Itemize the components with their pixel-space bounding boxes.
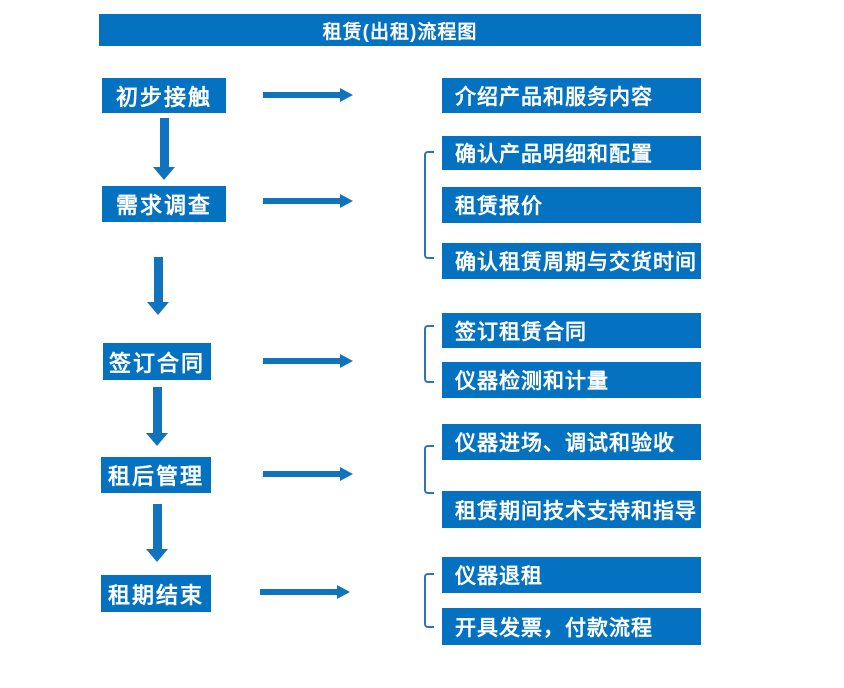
down-arrow-3 <box>146 387 168 446</box>
output-box-confirm-product-details: 确认产品明细和配置 <box>442 136 701 170</box>
group-bracket-demand-survey <box>424 151 434 259</box>
output-box-technical-support: 租赁期间技术支持和指导 <box>442 491 701 528</box>
down-arrow-1 <box>153 118 175 180</box>
group-bracket-post-rental <box>424 445 434 494</box>
right-arrow-3 <box>263 354 353 368</box>
group-bracket-rental-end <box>424 573 434 628</box>
right-arrow-5 <box>260 585 350 599</box>
flowchart-title-bar: 租赁(出租)流程图 <box>99 14 701 46</box>
stage-box-post-rental-management: 租后管理 <box>101 457 211 493</box>
output-box-instrument-return: 仪器退租 <box>442 557 701 593</box>
stage-box-demand-survey: 需求调查 <box>102 186 226 222</box>
output-box-confirm-rental-period: 确认租赁周期与交货时间 <box>442 243 701 279</box>
flowchart-title: 租赁(出租)流程图 <box>322 21 478 43</box>
output-box-introduce-products: 介绍产品和服务内容 <box>442 78 701 113</box>
down-arrow-4 <box>146 504 168 562</box>
stage-box-initial-contact: 初步接触 <box>102 78 226 113</box>
group-bracket-sign-contract <box>424 325 434 383</box>
down-arrow-2 <box>147 257 169 315</box>
output-box-instrument-setup: 仪器进场、调试和验收 <box>442 424 701 460</box>
right-arrow-1 <box>263 88 353 102</box>
output-box-rental-quotation: 租赁报价 <box>442 187 701 223</box>
right-arrow-2 <box>263 194 353 208</box>
output-box-invoice-payment: 开具发票，付款流程 <box>442 608 701 645</box>
stage-box-rental-end: 租期结束 <box>101 575 211 612</box>
output-box-instrument-testing: 仪器检测和计量 <box>442 362 701 398</box>
right-arrow-4 <box>263 467 353 481</box>
stage-box-sign-contract: 签订合同 <box>103 343 211 380</box>
output-box-sign-rental-contract: 签订租赁合同 <box>442 313 701 348</box>
